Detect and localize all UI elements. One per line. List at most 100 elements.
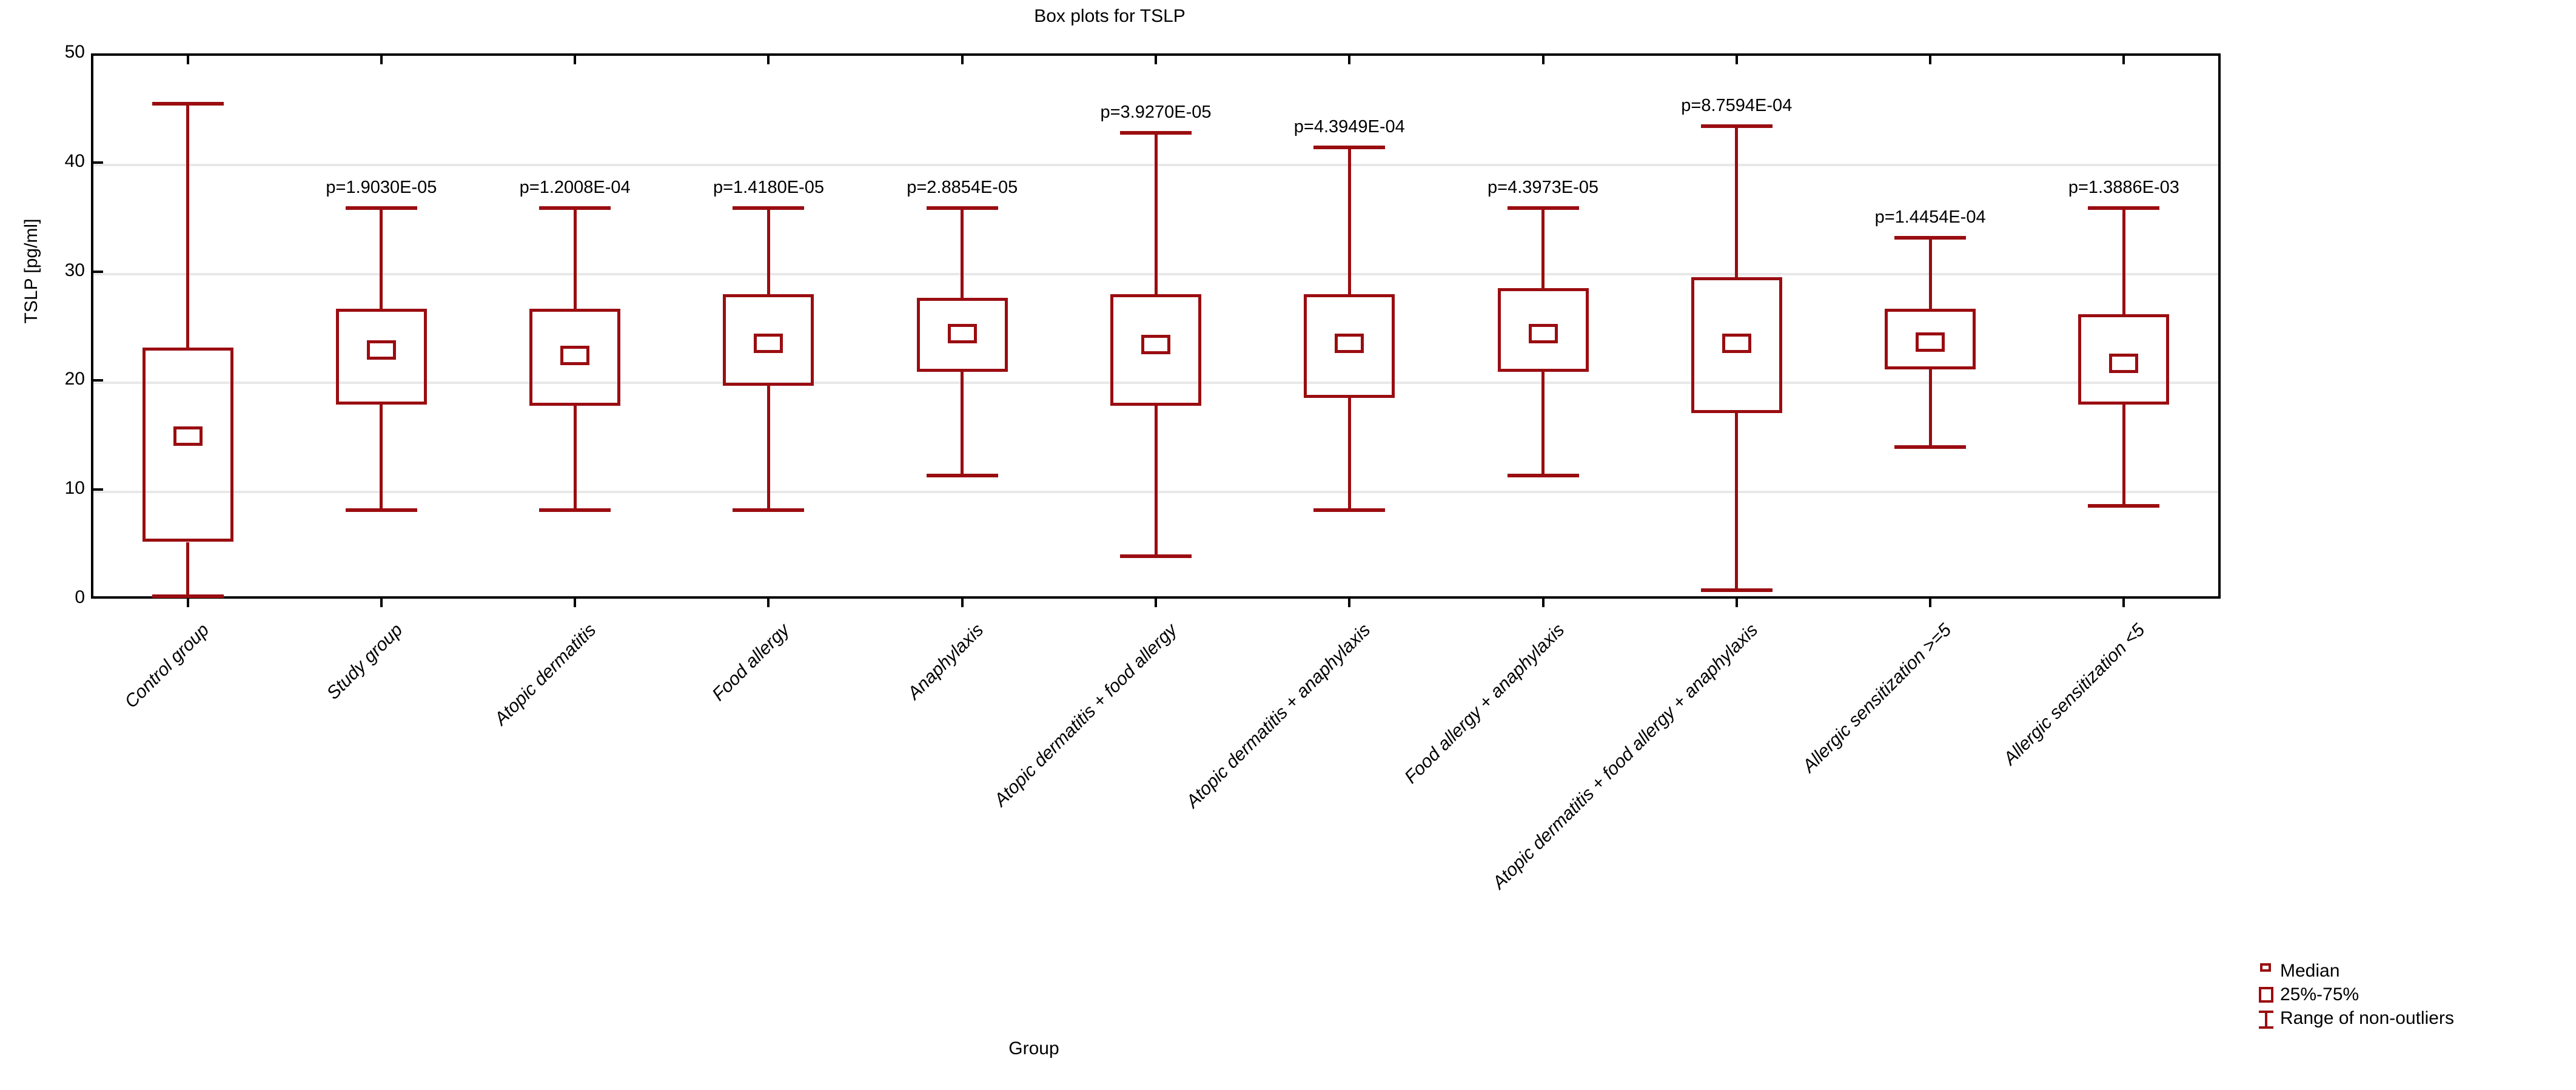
y-tick-mark bbox=[91, 270, 103, 273]
iqr-box bbox=[529, 308, 621, 406]
upper-whisker bbox=[380, 208, 383, 309]
x-tick-mark-top bbox=[1348, 53, 1351, 64]
lower-whisker-cap bbox=[1700, 588, 1773, 592]
median-marker bbox=[560, 346, 590, 366]
x-tick-mark-top bbox=[1735, 53, 1738, 64]
upper-whisker-cap bbox=[1507, 206, 1579, 210]
upper-whisker bbox=[1928, 237, 1932, 309]
median-swatch-icon bbox=[2259, 963, 2275, 979]
upper-whisker bbox=[186, 103, 190, 348]
p-value-label: p=8.7594E-04 bbox=[1681, 96, 1793, 116]
upper-whisker-cap bbox=[926, 206, 998, 210]
lower-whisker bbox=[2122, 404, 2125, 506]
x-category-label: Atopic dermatitis + anaphylaxis bbox=[1182, 619, 1375, 812]
lower-whisker-cap bbox=[1313, 508, 1386, 513]
x-tick-mark bbox=[380, 596, 383, 607]
median-marker bbox=[947, 324, 977, 344]
p-value-label: p=4.3973E-05 bbox=[1488, 178, 1599, 198]
legend-item-median: Median bbox=[2259, 960, 2574, 982]
p-value-label: p=1.3886E-03 bbox=[2068, 178, 2179, 198]
upper-whisker bbox=[1154, 133, 1158, 295]
x-tick-mark-top bbox=[1929, 53, 1932, 64]
iqr-box bbox=[1497, 288, 1589, 372]
median-marker bbox=[2109, 353, 2139, 373]
lower-whisker bbox=[961, 372, 964, 476]
upper-whisker bbox=[2122, 208, 2125, 314]
x-tick-mark bbox=[1735, 596, 1738, 607]
p-value-label: p=4.3949E-04 bbox=[1293, 116, 1405, 136]
legend-item-range: Range of non-outliers bbox=[2259, 1007, 2574, 1029]
x-tick-mark bbox=[1348, 596, 1351, 607]
x-category-label: Food allergy bbox=[708, 619, 794, 705]
legend: Median 25%-75% Range of non-outliers bbox=[2259, 960, 2574, 1031]
iqr-box bbox=[723, 294, 814, 386]
upper-whisker-cap bbox=[1894, 235, 1967, 240]
x-tick-mark-top bbox=[186, 53, 189, 64]
median-marker bbox=[1722, 334, 1751, 354]
chart-title: Box plots for TSLP bbox=[1034, 6, 1186, 26]
lower-whisker bbox=[380, 404, 383, 511]
upper-whisker-cap bbox=[1120, 131, 1192, 135]
iqr-box bbox=[142, 348, 233, 542]
upper-whisker bbox=[1347, 147, 1351, 295]
x-tick-mark-top bbox=[767, 53, 770, 64]
lower-whisker bbox=[1347, 398, 1351, 511]
x-category-label: Allergic sensitization <5 bbox=[2000, 619, 2149, 769]
x-tick-mark bbox=[186, 596, 189, 607]
upper-whisker bbox=[1541, 208, 1545, 288]
upper-whisker bbox=[766, 208, 770, 295]
median-marker bbox=[173, 426, 203, 446]
lower-whisker-cap bbox=[2088, 504, 2160, 508]
x-category-label: Atopic dermatitis bbox=[491, 619, 600, 730]
x-tick-mark-top bbox=[380, 53, 383, 64]
upper-whisker-cap bbox=[1700, 124, 1773, 129]
lower-whisker bbox=[1154, 405, 1158, 556]
x-tick-mark-top bbox=[574, 53, 577, 64]
x-category-label: Study group bbox=[323, 619, 407, 704]
y-tick-mark bbox=[91, 161, 103, 164]
lower-whisker-cap bbox=[733, 508, 805, 513]
median-marker bbox=[366, 340, 396, 360]
lower-whisker bbox=[1928, 369, 1932, 448]
upper-whisker-cap bbox=[345, 206, 417, 210]
y-tick-label: 10 bbox=[64, 478, 85, 499]
x-category-label: Control group bbox=[121, 619, 213, 712]
y-tick-label: 30 bbox=[64, 260, 85, 280]
range-swatch-icon bbox=[2259, 1010, 2275, 1029]
lower-whisker-cap bbox=[152, 594, 224, 599]
legend-label-iqr: 25%-75% bbox=[2280, 984, 2360, 1004]
lower-whisker bbox=[766, 386, 770, 511]
median-marker bbox=[1335, 334, 1364, 354]
upper-whisker-cap bbox=[2088, 206, 2160, 210]
y-tick-label: 50 bbox=[64, 42, 85, 62]
median-marker bbox=[1528, 324, 1558, 344]
iqr-box bbox=[1304, 294, 1395, 399]
lower-whisker bbox=[1735, 413, 1739, 590]
x-tick-mark bbox=[961, 596, 964, 607]
iqr-box bbox=[2078, 314, 2170, 405]
legend-label-range: Range of non-outliers bbox=[2280, 1008, 2454, 1028]
legend-item-iqr: 25%-75% bbox=[2259, 983, 2574, 1006]
lower-whisker-cap bbox=[1507, 473, 1579, 477]
upper-whisker bbox=[961, 208, 964, 298]
upper-whisker bbox=[1735, 126, 1739, 277]
x-category-label: Atopic dermatitis + food allergy + anaph… bbox=[1488, 619, 1762, 893]
p-value-label: p=3.9270E-05 bbox=[1100, 103, 1212, 123]
lower-whisker-cap bbox=[345, 508, 417, 513]
x-tick-mark-top bbox=[961, 53, 964, 64]
x-tick-mark bbox=[1541, 596, 1545, 607]
iqr-box bbox=[1691, 277, 1782, 414]
median-marker bbox=[754, 334, 783, 354]
legend-label-median: Median bbox=[2280, 960, 2340, 981]
y-tick-mark bbox=[91, 488, 103, 491]
x-tick-mark bbox=[574, 596, 577, 607]
p-value-label: p=1.4454E-04 bbox=[1874, 207, 1986, 227]
iqr-swatch-icon bbox=[2259, 986, 2275, 1003]
lower-whisker-cap bbox=[1894, 445, 1967, 449]
upper-whisker-cap bbox=[733, 206, 805, 210]
lower-whisker bbox=[1541, 372, 1545, 476]
upper-whisker-cap bbox=[1313, 145, 1386, 149]
x-category-label: Allergic sensitization >=5 bbox=[1799, 619, 1956, 776]
median-marker bbox=[1141, 335, 1170, 355]
